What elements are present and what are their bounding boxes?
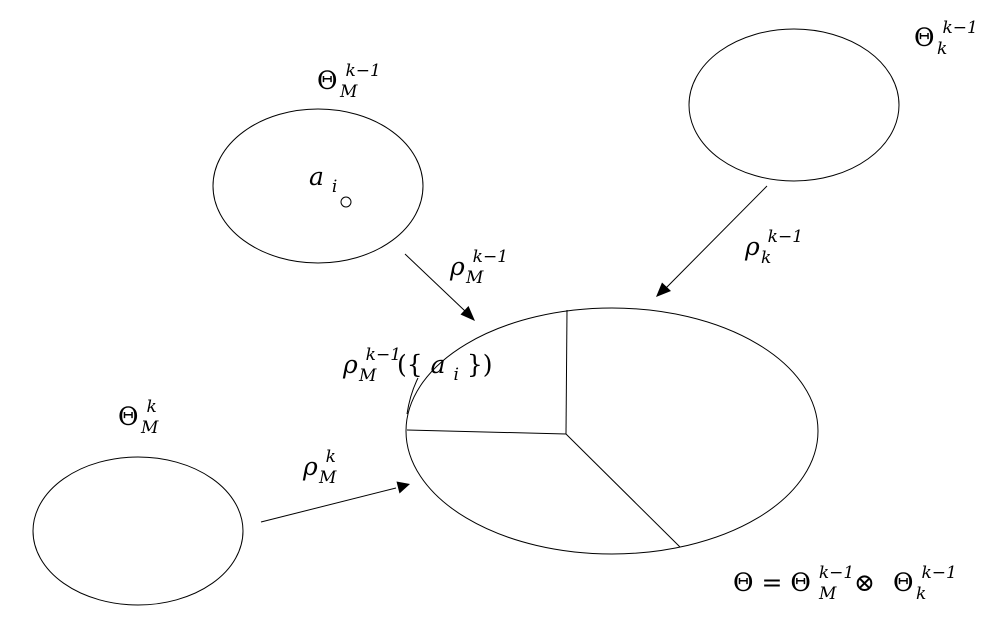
label-rho-preimage: ρ k−1 M ({ a i }) [342, 337, 493, 387]
partition-line-bottom [565, 433, 681, 548]
arrow-rho-m-k-minus-1 [404, 253, 475, 321]
label-rho-m-k: ρ k M [302, 439, 344, 488]
ellipse-theta-m-k-minus-1 [212, 108, 424, 264]
arrow-rho-m-k [260, 481, 410, 523]
arrow-rho-k-k-minus-1 [656, 185, 768, 297]
ellipse-theta-k-k-minus-1 [688, 28, 900, 182]
label-theta-k-k-minus-1: Θ k−1 k [914, 10, 986, 59]
label-a-i: a i [309, 162, 337, 197]
partition-line-top [565, 309, 568, 435]
label-theta-m-k-minus-1: Θ k−1 M [317, 53, 389, 102]
ellipse-theta-product [405, 307, 819, 555]
label-rho-m-k-minus-1: ρ k−1 M [449, 239, 516, 288]
ellipse-theta-m-k [32, 456, 244, 606]
label-rho-k-k-minus-1: ρ k−1 k [744, 219, 811, 268]
label-theta-m-k: Θ k M [118, 389, 165, 438]
partition-line-left [406, 429, 567, 435]
point-a-i [340, 196, 352, 208]
label-product-equation: Θ = Θ k−1 M ⊗ Θ k−1 k [733, 555, 965, 605]
preimage-connector-curve [406, 377, 419, 415]
